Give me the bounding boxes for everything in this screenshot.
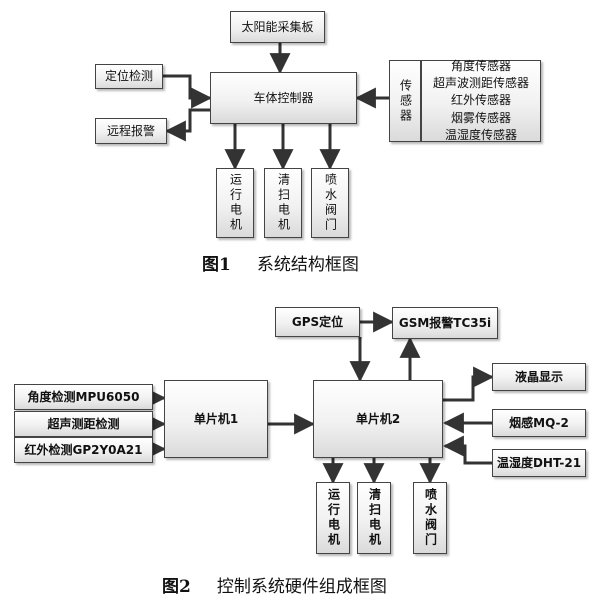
f2-gps-node: GPS定位 [275, 307, 360, 337]
f2-clean-motor-node: 清扫电机 [357, 482, 391, 554]
f2-infrared-label: 红外检测GP2Y0A21 [24, 442, 143, 457]
f1-controller-label: 车体控制器 [253, 90, 314, 105]
f1-sensor-list-node: 角度传感器 超声波测距传感器 红外传感器 烟雾传感器 温湿度传感器 [421, 58, 541, 143]
f1-spray-valve-label: 喷水阀门 [323, 173, 338, 233]
figure1-caption-number: 图1 [202, 255, 231, 275]
f1-spray-valve-node: 喷水阀门 [311, 168, 349, 238]
f2-gsm-node: GSM报警TC35i [392, 307, 498, 339]
figure1-caption: 图1 系统结构框图 [202, 250, 359, 275]
f1-locate-node: 定位检测 [95, 64, 163, 89]
f2-lcd-label: 液晶显示 [514, 369, 563, 384]
f1-controller-node: 车体控制器 [210, 72, 357, 124]
f2-mcu2-node: 单片机2 [313, 380, 443, 458]
f1-edge-locate-controller [163, 74, 213, 109]
f2-ultrasonic-node: 超声测距检测 [14, 411, 153, 437]
f2-angle-node: 角度检测MPU6050 [14, 384, 153, 410]
f2-smoke-label: 烟感MQ-2 [509, 415, 569, 430]
f1-solar-panel-node: 太阳能采集板 [230, 11, 325, 43]
f2-edge-humid-mcu2 [442, 435, 492, 465]
f2-mcu2-label: 单片机2 [355, 411, 401, 426]
f2-run-motor-label: 运行电机 [326, 488, 341, 548]
f2-gsm-label: GSM报警TC35i [398, 315, 492, 330]
f2-gps-label: GPS定位 [291, 314, 344, 329]
f1-sensor-group-label: 传感器 [398, 78, 413, 124]
f2-spray-valve-label: 喷水阀门 [423, 488, 438, 548]
f1-edge-controller-remote [164, 108, 210, 142]
f2-mcu1-label: 单片机1 [193, 411, 239, 426]
f2-clean-motor-label: 清扫电机 [367, 488, 382, 548]
f1-sensor-humidity: 温湿度传感器 [444, 128, 517, 143]
figure2-caption-number: 图2 [162, 577, 191, 597]
f2-spray-valve-node: 喷水阀门 [413, 482, 447, 554]
f1-clean-motor-label: 清扫电机 [276, 173, 291, 233]
f2-mcu1-node: 单片机1 [164, 380, 268, 458]
figure2-caption-title: 控制系统硬件组成框图 [216, 577, 387, 597]
figure2-caption: 图2 控制系统硬件组成框图 [162, 572, 387, 597]
f1-run-motor-label: 运行电机 [228, 173, 243, 233]
f2-lcd-node: 液晶显示 [492, 363, 586, 391]
f1-locate-label: 定位检测 [104, 69, 153, 83]
f2-run-motor-node: 运行电机 [316, 482, 350, 554]
f2-edge-mcu2-lcd [443, 366, 495, 402]
f1-sensor-ultrasonic: 超声波测距传感器 [432, 75, 529, 90]
f2-smoke-node: 烟感MQ-2 [492, 409, 586, 437]
f1-remote-alarm-label: 远程报警 [106, 123, 155, 138]
f1-sensor-group-node: 传感器 [389, 60, 421, 142]
f1-clean-motor-node: 清扫电机 [264, 168, 302, 238]
f1-solar-panel-label: 太阳能采集板 [241, 19, 314, 34]
f1-run-motor-node: 运行电机 [216, 168, 254, 238]
f1-remote-alarm-node: 远程报警 [95, 118, 167, 144]
f1-sensor-infrared: 红外传感器 [450, 93, 511, 108]
f1-sensor-angle: 角度传感器 [450, 58, 511, 73]
f2-humid-label: 温湿度DHT-21 [496, 455, 582, 470]
f1-sensor-smoke: 烟雾传感器 [450, 110, 511, 125]
f2-ultrasonic-label: 超声测距检测 [47, 416, 120, 431]
figure1-caption-title: 系统结构框图 [256, 255, 359, 275]
f2-humid-node: 温湿度DHT-21 [492, 449, 586, 477]
f2-infrared-node: 红外检测GP2Y0A21 [14, 437, 153, 463]
f2-angle-label: 角度检测MPU6050 [27, 389, 140, 404]
